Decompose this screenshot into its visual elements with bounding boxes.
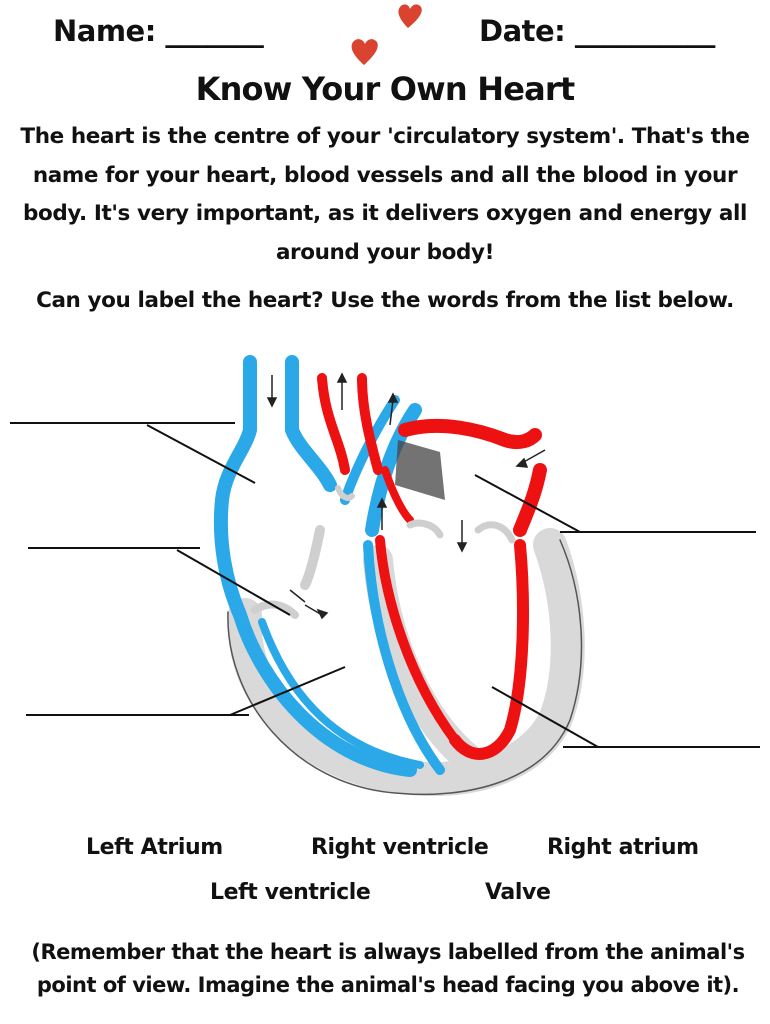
- word-left-ventricle: Left ventricle: [210, 880, 371, 905]
- shading: [395, 440, 445, 500]
- word-valve: Valve: [485, 880, 551, 905]
- valve-flap: [251, 600, 299, 619]
- label-blank-4[interactable]: [560, 514, 756, 536]
- label-blank-5[interactable]: [563, 729, 760, 751]
- heart-wall: [227, 528, 585, 797]
- name-field[interactable]: Name: _______: [53, 14, 264, 48]
- word-right-ventricle: Right ventricle: [311, 835, 489, 860]
- date-field[interactable]: Date: __________: [479, 14, 715, 48]
- intro-paragraph: The heart is the centre of your 'circula…: [20, 124, 750, 265]
- label-blank-2[interactable]: [28, 530, 200, 552]
- label-blank-3[interactable]: [26, 697, 249, 719]
- arrow-icon: [266, 372, 546, 620]
- word-right-atrium: Right atrium: [547, 835, 699, 860]
- instruction-text: Can you label the heart? Use the words f…: [36, 288, 734, 313]
- oxygenated-vessel: [317, 373, 350, 475]
- heart-decoration-icon: [351, 4, 422, 65]
- page-title: Know Your Own Heart: [195, 70, 576, 108]
- reminder-note: (Remember that the heart is always label…: [31, 940, 745, 997]
- word-left-atrium: Left Atrium: [86, 835, 223, 860]
- deoxygenated-vessel: [213, 355, 417, 777]
- label-blank-1[interactable]: [10, 405, 235, 427]
- answer-lines: [10, 422, 760, 748]
